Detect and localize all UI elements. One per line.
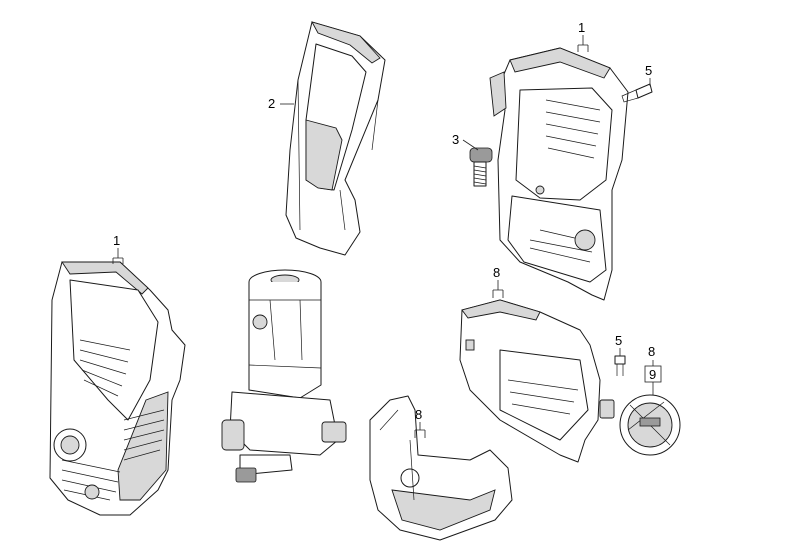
callout-1-top: 1 <box>578 20 585 35</box>
callout-2: 2 <box>268 96 275 111</box>
motor-pump-unit <box>221 269 347 483</box>
hose-holder <box>369 395 513 541</box>
rear-housing-top <box>489 47 629 301</box>
callout-5-top: 5 <box>645 63 652 78</box>
screw-small-mid <box>614 355 626 376</box>
callout-5-mid: 5 <box>615 333 622 348</box>
callout-8-mid: 8 <box>493 265 500 280</box>
callout-9: 9 <box>649 367 656 382</box>
callout-1-left: 1 <box>113 233 120 248</box>
callout-8-bottom: 8 <box>415 407 422 422</box>
front-housing-left <box>49 261 186 516</box>
screw-small-top <box>621 83 653 103</box>
front-cover-panel <box>285 21 386 256</box>
callout-8-right: 8 <box>648 344 655 359</box>
screw-connector <box>469 147 493 187</box>
reel-knob <box>619 394 681 456</box>
callout-3: 3 <box>452 132 459 147</box>
base-stand <box>459 299 615 463</box>
leader-lines <box>112 35 662 438</box>
